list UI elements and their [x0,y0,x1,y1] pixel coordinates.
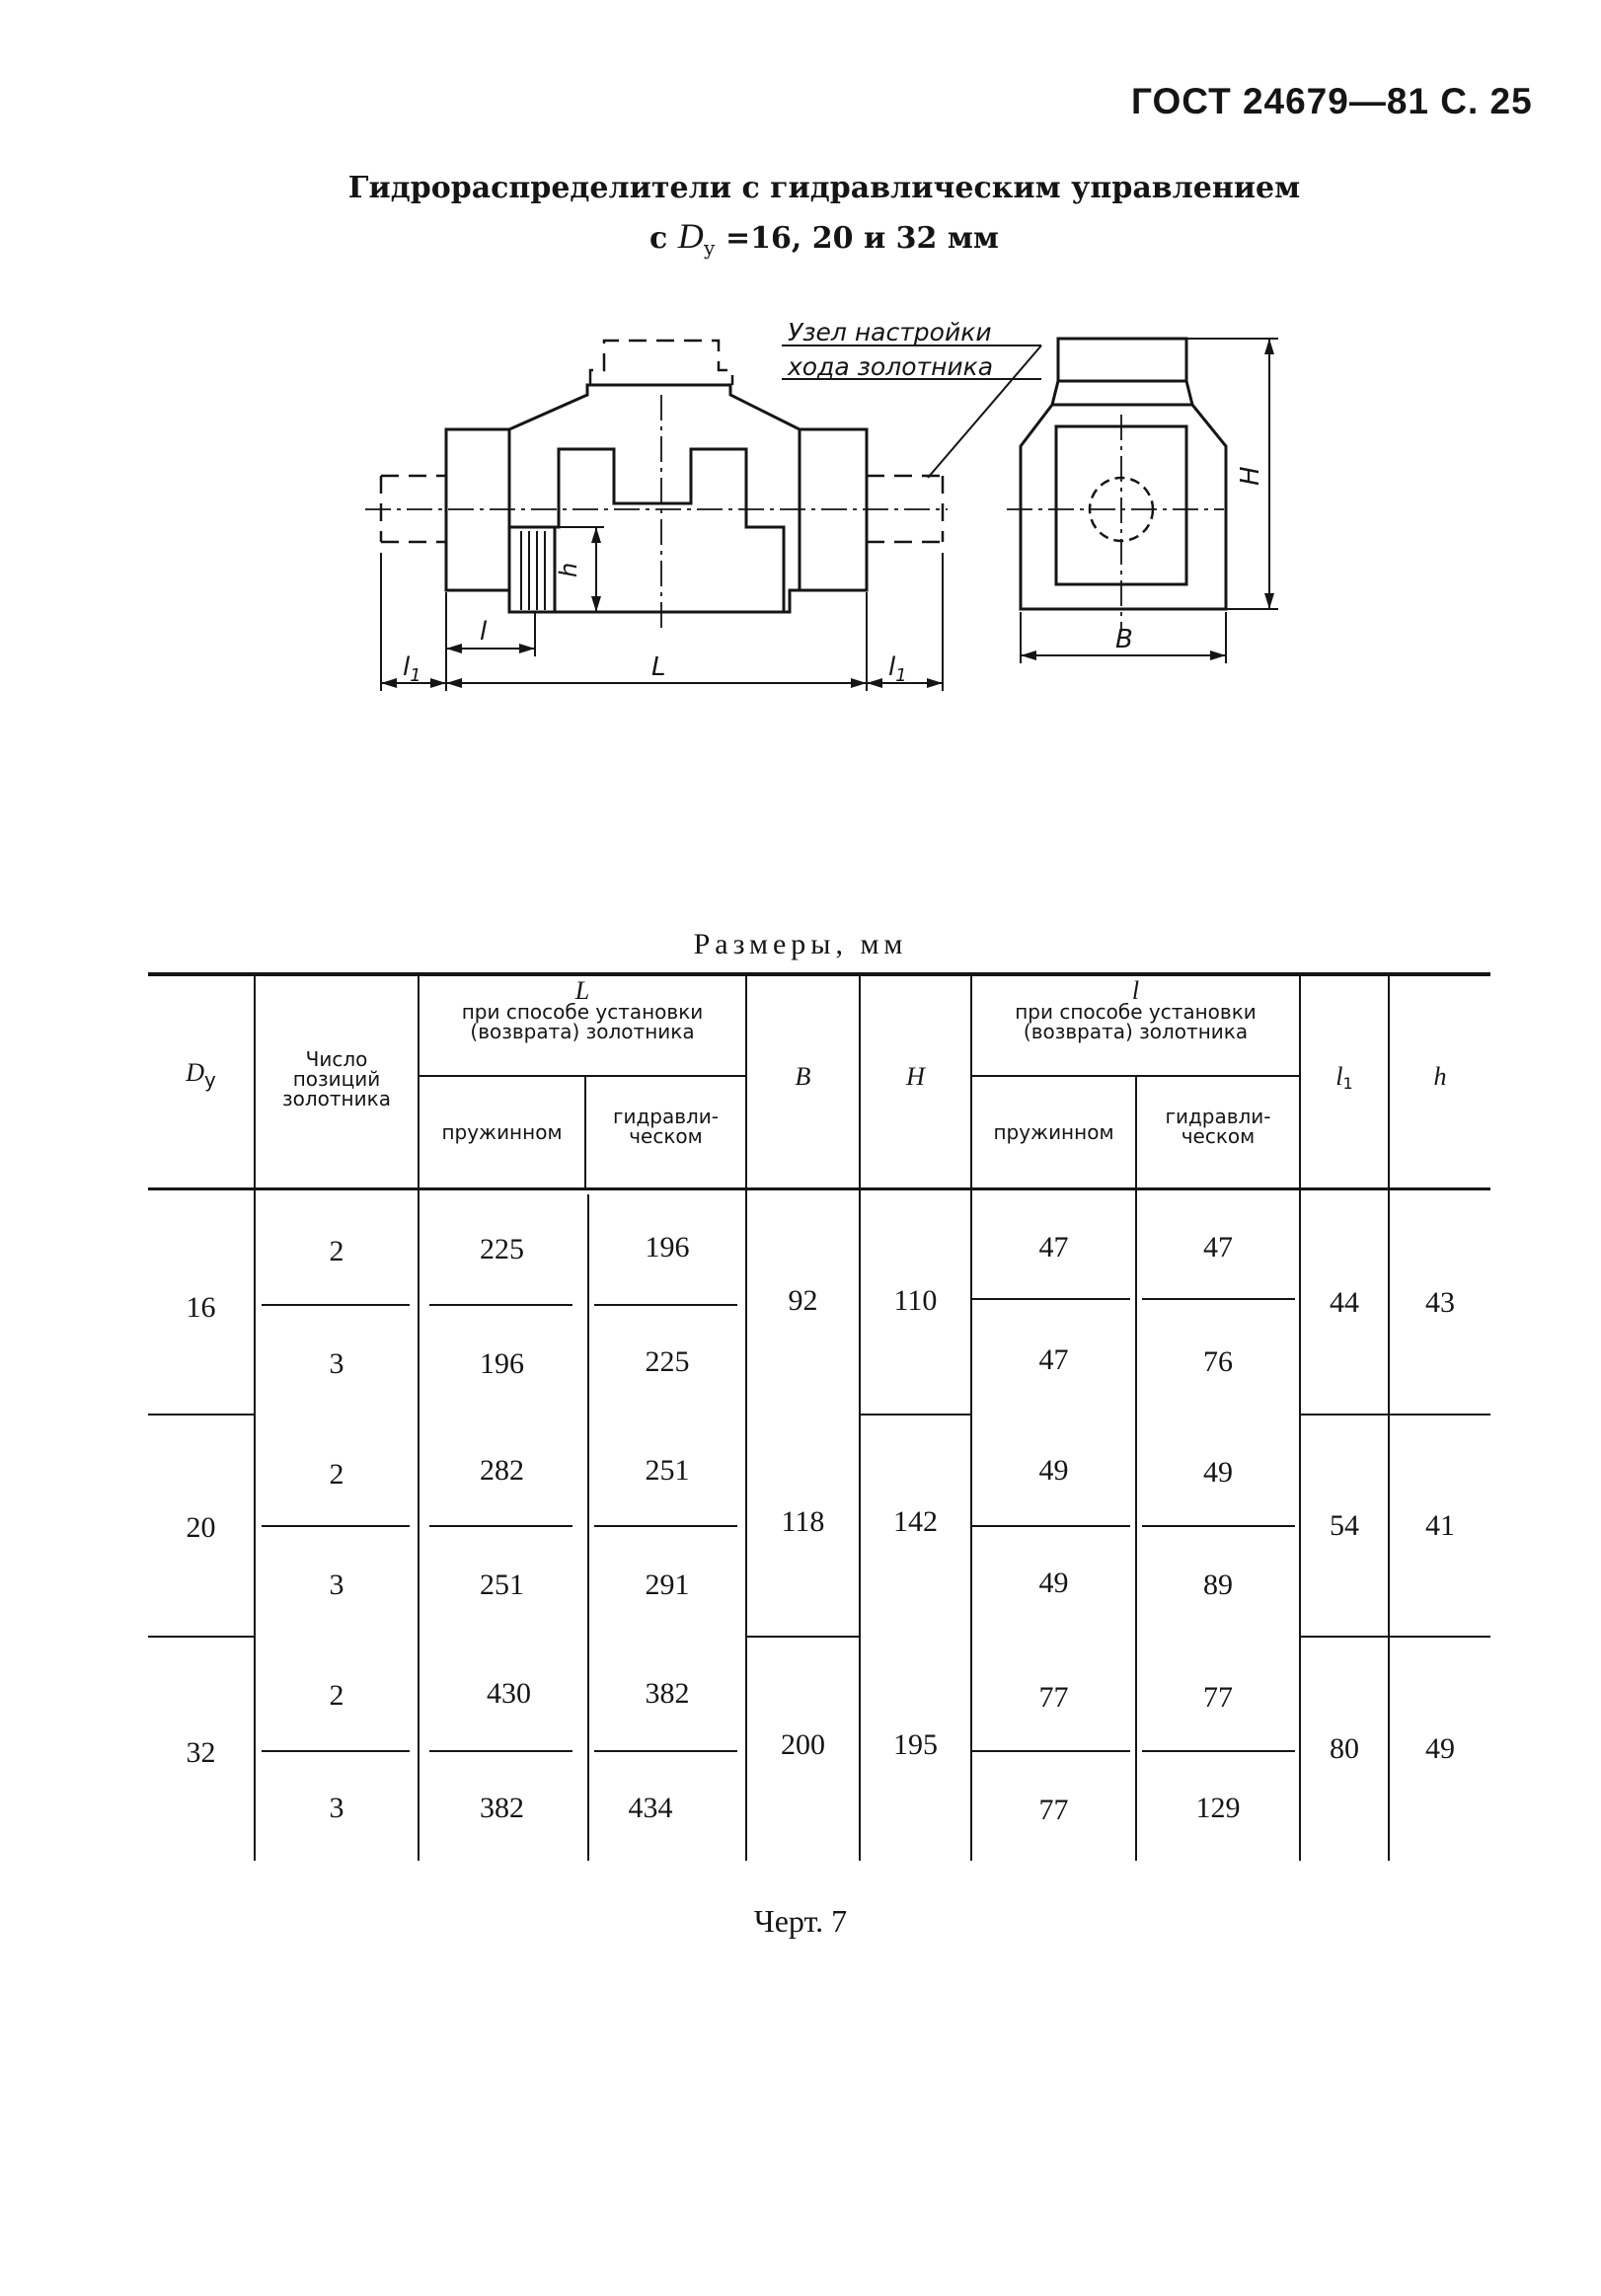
cell-l-spring: 77 [1038,1681,1069,1714]
cell-h: 49 [1425,1732,1455,1765]
dimensions-table: Dу Число позиций золотника L при способе… [148,972,1490,1861]
callout-text-1: Узел настройки [788,318,992,346]
cell-h: 41 [1425,1509,1455,1542]
title-prefix: с [649,221,678,256]
cell-positions: 2 [329,1458,344,1491]
technical-drawing: Узел настройки хода золотника h l L l1 l… [365,318,1278,691]
side-top-block [1056,337,1188,383]
table-caption: Размеры, мм [693,928,908,960]
title-line-1: Гидрораспределители с гидравлическим упр… [347,171,1301,205]
title-suffix: =16, 20 и 32 мм [715,221,999,256]
header-dy: Dу [186,1058,216,1092]
header-L-spring: пружинном [441,1120,563,1144]
label-l-small: l [480,617,488,647]
cell-l-hydraulic: 89 [1203,1569,1233,1601]
cell-dy: 32 [186,1736,216,1769]
figure-caption: Черт. 7 [753,1903,848,1939]
cell-l1: 44 [1330,1286,1359,1319]
label-l-big: L [651,652,666,682]
header-B: B [795,1062,811,1091]
label-l1-left: l1 [403,652,421,686]
cell-l-hydraulic: 77 [1203,1681,1233,1714]
side-inner-rect [1054,424,1188,586]
label-l1-right: l1 [888,652,907,686]
cell-L-hydraulic: 434 [628,1792,673,1824]
header-h: h [1433,1062,1447,1091]
title-symbol-sub: у [703,236,716,260]
cell-H: 142 [893,1505,938,1538]
title-line-2: с Dу =16, 20 и 32 мм [24,215,1601,260]
cell-L-spring: 282 [480,1454,524,1487]
cell-l-spring: 77 [1038,1794,1069,1826]
cell-l-hydraulic: 49 [1203,1456,1233,1489]
cell-positions: 3 [329,1347,344,1380]
side-port-circle [1088,476,1155,543]
cell-l-spring: 47 [1038,1343,1069,1376]
cell-L-hydraulic: 251 [645,1454,690,1487]
header-H: H [906,1062,925,1091]
header-l1: l1 [1335,1062,1353,1094]
cell-L-hydraulic: 196 [645,1231,690,1263]
cell-L-spring: 430 [487,1677,531,1710]
cell-l-spring: 49 [1038,1454,1069,1487]
cell-dy: 16 [186,1291,216,1324]
callout-text-2: хода золотника [787,352,993,381]
label-B: B [1115,625,1133,654]
title-symbol-d: D [677,216,704,256]
cell-l-hydraulic: 76 [1203,1345,1233,1378]
cell-L-hydraulic: 225 [645,1345,690,1378]
hatched-block [507,525,557,614]
inner-profile [509,447,786,612]
header-l: l при способе установки (возврата) золот… [1015,976,1257,1043]
cell-l-hydraulic: 47 [1203,1231,1233,1263]
cell-dy: 20 [186,1511,216,1544]
cell-B: 118 [781,1505,825,1538]
cell-L-spring: 382 [480,1792,524,1824]
cell-H: 110 [893,1284,938,1317]
top-adjuster-dashed [588,339,734,385]
cell-B: 92 [788,1284,818,1317]
cell-L-spring: 251 [480,1569,524,1601]
cell-positions: 3 [329,1569,344,1601]
callout-leader [927,344,1042,479]
cell-B: 200 [781,1728,825,1761]
cell-L-hydraulic: 291 [645,1569,690,1601]
header-L: L при способе установки (возврата) золот… [461,976,704,1043]
cell-l1: 54 [1330,1509,1359,1542]
side-top-taper [1050,379,1194,407]
cell-L-spring: 225 [480,1233,524,1265]
label-H: H [1236,466,1265,486]
side-view-outline [1019,403,1228,611]
label-h: h [555,563,582,577]
cell-positions: 2 [329,1235,344,1267]
cell-H: 195 [893,1728,938,1761]
cell-l-spring: 47 [1038,1231,1069,1263]
cell-L-hydraulic: 382 [645,1677,690,1710]
cell-L-spring: 196 [480,1347,524,1380]
header-L-hydraulic: гидравли- ческом [612,1105,720,1148]
header-l-spring: пружинном [993,1120,1114,1144]
table-top-rule [148,972,1490,976]
cell-l-hydraulic: 129 [1195,1792,1241,1824]
cell-h: 43 [1425,1286,1455,1319]
cell-positions: 2 [329,1679,344,1712]
header-positions: Число позиций золотника [282,1047,391,1110]
page-header: ГОСТ 24679—81 С. 25 [1131,81,1533,121]
cell-positions: 3 [329,1792,344,1824]
header-bottom-rule [148,1187,1490,1190]
cell-l1: 80 [1330,1732,1359,1765]
header-l-hydraulic: гидравли- ческом [1165,1105,1271,1148]
cell-l-spring: 49 [1038,1567,1069,1599]
